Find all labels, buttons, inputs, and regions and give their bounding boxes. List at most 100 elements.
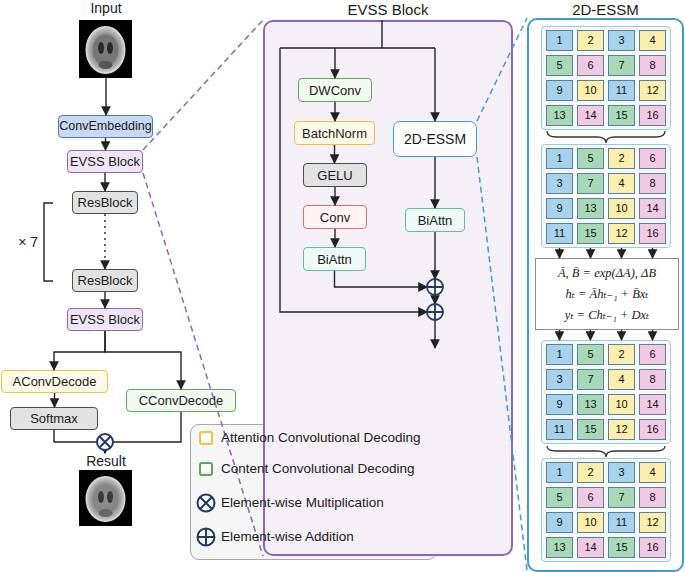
grid-cell: 15 [577,419,604,440]
grid-cell: 3 [608,30,635,51]
equation-line: hₜ = Āhₜ₋₁ + B̄xₜ [566,284,649,305]
grid-cell: 1 [546,344,573,365]
box-label: Conv [320,211,350,224]
grid-cell: 2 [608,344,635,365]
grid-cell: 12 [639,512,666,533]
grid-cell: 15 [608,105,635,126]
result-image: Result [70,453,142,529]
multiplication-cross [200,497,212,509]
brain-tissue [93,34,119,66]
brain-image [79,470,132,526]
evss-box: EVSS Block [67,150,143,173]
grid-cell: 14 [577,537,604,558]
box-label: EVSS Block [70,155,140,168]
scan-grid: 12345678910111213141516 [541,26,671,130]
flow-arrow [105,412,181,453]
box-label: BiAttn [418,214,453,227]
ssm-box: 2D-ESSM [393,121,477,157]
res-block: ResBlock [72,269,138,292]
grid-cell: 2 [577,462,604,483]
box-label: AConvDecode [13,375,97,388]
multiplication-circle [198,495,215,512]
box-label: ResBlock [78,274,133,287]
flow-arrow [54,393,55,407]
grid-cell: 3 [608,462,635,483]
grid-cell: 3 [546,173,573,194]
grid-cell: 7 [608,55,635,76]
brain-ventricle [107,42,113,54]
legend-text: Element-wise Multiplication [221,495,384,511]
brain-ventricle [107,491,113,503]
grid-cell: 11 [546,223,573,244]
grid-cell: 11 [546,419,573,440]
scan-grid: 15263748913101411151216 [541,340,671,444]
grid-cell: 13 [546,537,573,558]
process-box: BatchNorm [294,121,375,145]
grid-cell: 1 [546,148,573,169]
decode-box: CConvDecode [126,389,236,412]
process-box: Conv [303,205,367,229]
grid-cell: 12 [639,80,666,101]
image-heading: Result [70,453,142,469]
grid-cell: 7 [608,487,635,508]
panel-title: 2D-ESSM [527,1,684,18]
box-label: EVSS Block [70,313,140,326]
box-label: DWConv [309,84,361,97]
legend-swatch [199,431,213,445]
multiplication-symbol [97,434,113,450]
grid-cell: 2 [608,148,635,169]
flow-arrow [105,331,181,389]
grid-cell: 6 [577,55,604,76]
grid-cell: 6 [639,344,666,365]
grid-cell: 16 [639,223,666,244]
brain-detail [99,509,113,517]
brain-shape [86,476,126,522]
grid-cell: 10 [577,80,604,101]
multiplication-circle [97,434,113,450]
equation-box: Ā, B̄ = exp(ΔA), ΔBhₜ = Āhₜ₋₁ + B̄xₜyₜ =… [535,258,679,330]
grid-cell: 11 [608,512,635,533]
zoom-lines [143,18,527,570]
grid-cell: 12 [608,223,635,244]
grid-cell: 11 [608,80,635,101]
grid-cell: 1 [546,462,573,483]
process-box: BiAttn [405,208,465,232]
box-label: 2D-ESSM [404,132,466,146]
brain-ventricle [98,42,104,54]
process-box: DWConv [298,78,372,102]
grid-cell: 5 [577,148,604,169]
grid-cell: 15 [608,537,635,558]
equation-line: Ā, B̄ = exp(ΔA), ΔB [558,263,656,284]
grid-cell: 2 [577,30,604,51]
brain-image [79,20,132,78]
box-label: CConvDecode [139,394,224,407]
grid-cell: 14 [639,394,666,415]
grid-cell: 16 [639,537,666,558]
brain-ventricle [98,491,104,503]
grid-cell: 9 [546,512,573,533]
grid-cell: 14 [639,198,666,219]
legend-text: Attention Convolutional Decoding [221,430,421,446]
grid-cell: 5 [546,487,573,508]
grid-cell: 7 [577,173,604,194]
flow-arrow [104,173,105,191]
brain-shape [86,26,126,74]
flow-arrow [105,78,106,115]
decode-box: AConvDecode [1,370,108,393]
grid-cell: 7 [577,369,604,390]
grid-cell: 13 [546,105,573,126]
image-background [79,470,132,526]
softmax-box: Softmax [10,407,98,430]
legend-swatch [199,462,213,476]
grid-cell: 10 [577,512,604,533]
grid-cell: 16 [639,105,666,126]
grid-cell: 9 [546,394,573,415]
evss-box: EVSS Block [67,308,143,331]
multiplication-cross [99,436,110,447]
grid-cell: 9 [546,198,573,219]
grid-cell: 6 [577,487,604,508]
flow-arrow [105,138,106,150]
box-label: ResBlock [78,196,133,209]
legend-text: Element-wise Addition [221,529,354,545]
grid-cell: 8 [639,55,666,76]
